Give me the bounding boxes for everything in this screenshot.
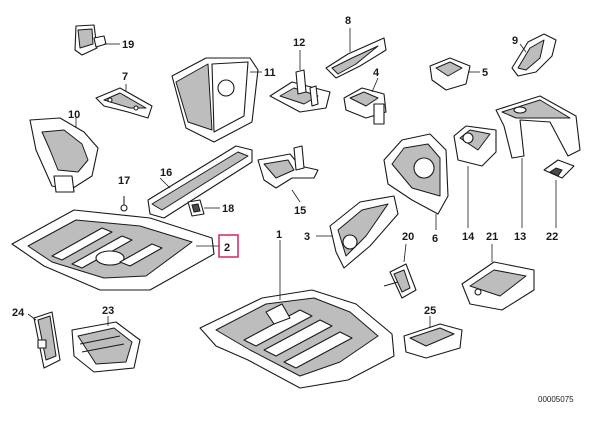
callout-19: 19 bbox=[122, 39, 134, 51]
part-18-clip[interactable] bbox=[187, 199, 220, 217]
callout-24: 24 bbox=[12, 307, 25, 319]
reference-number: 00005075 bbox=[538, 395, 574, 404]
part-3-bracket[interactable] bbox=[316, 195, 399, 269]
part-4-bracket[interactable] bbox=[343, 77, 387, 125]
callout-18: 18 bbox=[222, 203, 234, 215]
highlight-box bbox=[218, 234, 239, 258]
part-22-nut[interactable] bbox=[543, 159, 575, 228]
part-2-floor-pan[interactable] bbox=[11, 209, 220, 291]
callout-21: 21 bbox=[486, 231, 498, 243]
callout-9: 9 bbox=[512, 35, 518, 47]
callout-4: 4 bbox=[373, 67, 380, 79]
callout-15: 15 bbox=[294, 205, 306, 217]
callout-6: 6 bbox=[432, 233, 438, 245]
callout-1: 1 bbox=[276, 229, 282, 241]
callout-20: 20 bbox=[402, 231, 414, 243]
callout-16: 16 bbox=[160, 167, 172, 179]
part-11-pillar[interactable] bbox=[171, 57, 262, 143]
part-17-screw[interactable] bbox=[120, 196, 128, 212]
part-23-reinforcement[interactable] bbox=[71, 316, 141, 373]
part-13-arm[interactable] bbox=[495, 95, 581, 228]
callout-13: 13 bbox=[514, 231, 526, 243]
part-24-clip[interactable] bbox=[27, 311, 61, 369]
callout-7: 7 bbox=[122, 71, 128, 83]
part-21-bracket[interactable] bbox=[461, 244, 535, 311]
callout-22: 22 bbox=[546, 231, 558, 243]
callout-11: 11 bbox=[264, 67, 276, 79]
callout-12: 12 bbox=[293, 37, 305, 49]
callout-17: 17 bbox=[118, 175, 130, 187]
part-9-bracket[interactable] bbox=[511, 33, 557, 77]
callout-2: 2 bbox=[224, 242, 230, 254]
callout-5: 5 bbox=[482, 67, 488, 79]
callout-23: 23 bbox=[102, 305, 114, 317]
part-1-floor-section[interactable] bbox=[199, 240, 395, 389]
part-15-strut[interactable] bbox=[257, 145, 319, 203]
part-25-bracket[interactable] bbox=[403, 316, 463, 359]
callout-25: 25 bbox=[424, 305, 436, 317]
part-12-mount[interactable] bbox=[269, 50, 331, 113]
part-7-bracket[interactable] bbox=[95, 84, 153, 119]
part-14-mount[interactable] bbox=[453, 125, 497, 228]
callout-14: 14 bbox=[462, 231, 475, 243]
part-6-gusset[interactable] bbox=[383, 133, 449, 230]
part-5-clip[interactable] bbox=[429, 57, 480, 91]
part-16-beam[interactable] bbox=[147, 145, 253, 219]
part-8-strap[interactable] bbox=[325, 28, 387, 79]
part-20-clip[interactable] bbox=[383, 243, 417, 299]
callout-3: 3 bbox=[304, 231, 310, 243]
part-10-bracket[interactable] bbox=[29, 116, 99, 193]
callout-8: 8 bbox=[345, 15, 351, 27]
part-19-clip[interactable] bbox=[74, 24, 120, 56]
callout-10: 10 bbox=[68, 109, 80, 121]
